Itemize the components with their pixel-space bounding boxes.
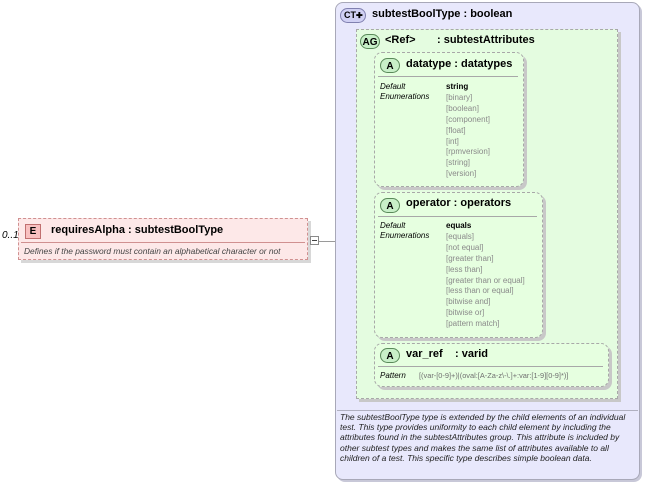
- operator-enum-8: [pattern match]: [446, 319, 500, 329]
- element-badge: E: [25, 224, 41, 239]
- element-box[interactable]: E requiresAlpha : subtestBoolType Define…: [18, 218, 308, 260]
- datatype-enum-6: [string]: [446, 158, 471, 168]
- var-ref-name: var_ref: [406, 348, 443, 360]
- ag-name: : subtestAttributes: [437, 34, 535, 46]
- operator-enum-0: [equals]: [446, 231, 475, 241]
- var-ref-pattern: [(var-[0-9]+)|(oval:[A-Za-z\-\.]+:var:[1…: [419, 371, 569, 380]
- operator-label-enum: Enumerations: [380, 231, 430, 240]
- datatype-enum-4: [int]: [446, 136, 459, 146]
- var-ref-type: : varid: [455, 348, 489, 360]
- datatype-enum-2: [component]: [446, 114, 491, 124]
- operator-values: equals [equals] [not equal] [greater tha…: [446, 221, 525, 330]
- datatype-enum-3: [float]: [446, 125, 466, 135]
- datatype-title: datatype : datatypes: [406, 58, 513, 70]
- datatype-values: string [binary] [boolean] [component] [f…: [446, 82, 490, 180]
- ag-ref: <Ref>: [385, 34, 416, 46]
- attribute-datatype[interactable]: [374, 52, 524, 187]
- operator-enum-1: [not equal]: [446, 242, 484, 252]
- plus-icon: ✚: [356, 11, 363, 20]
- operator-title: operator : operators: [406, 197, 512, 209]
- ct-title: subtestBoolType : boolean: [372, 8, 513, 20]
- datatype-enum-7: [version]: [446, 169, 477, 179]
- operator-enum-2: [greater than]: [446, 253, 494, 263]
- operator-value-default: equals: [446, 221, 472, 230]
- datatype-enum-0: [binary]: [446, 92, 473, 102]
- operator-enum-5: [less than or equal]: [446, 286, 514, 296]
- minus-icon: [312, 240, 317, 241]
- ct-badge-text: CT: [344, 10, 356, 20]
- datatype-value-default: string: [446, 82, 469, 91]
- datatype-enum-5: [rpmversion]: [446, 147, 491, 157]
- connector-element-ct: [319, 241, 335, 242]
- datatype-label-enum: Enumerations: [380, 92, 430, 101]
- operator-label-default: Default: [380, 221, 406, 230]
- ct-doc: The subtestBoolType type is extended by …: [340, 412, 626, 463]
- datatype-enum-1: [boolean]: [446, 103, 479, 113]
- element-doc: Defines if the password must contain an …: [24, 246, 281, 256]
- datatype-badge: A: [380, 58, 400, 73]
- operator-enum-4: [greater than or equal]: [446, 275, 525, 285]
- operator-enum-3: [less than]: [446, 264, 483, 274]
- element-title: requiresAlpha : subtestBoolType: [51, 224, 224, 236]
- operator-enum-6: [bitwise and]: [446, 297, 491, 307]
- datatype-label-default: Default: [380, 82, 406, 91]
- ag-badge: AG: [360, 34, 380, 49]
- attribute-var-ref[interactable]: [374, 343, 609, 387]
- ct-badge: CT✚: [340, 8, 366, 23]
- expand-toggle[interactable]: [310, 236, 319, 245]
- operator-enum-7: [bitwise or]: [446, 308, 485, 318]
- var-ref-badge: A: [380, 348, 400, 363]
- var-ref-label-pattern: Pattern: [380, 371, 406, 380]
- operator-badge: A: [380, 198, 400, 213]
- element-cardinality: 0..1: [2, 230, 19, 241]
